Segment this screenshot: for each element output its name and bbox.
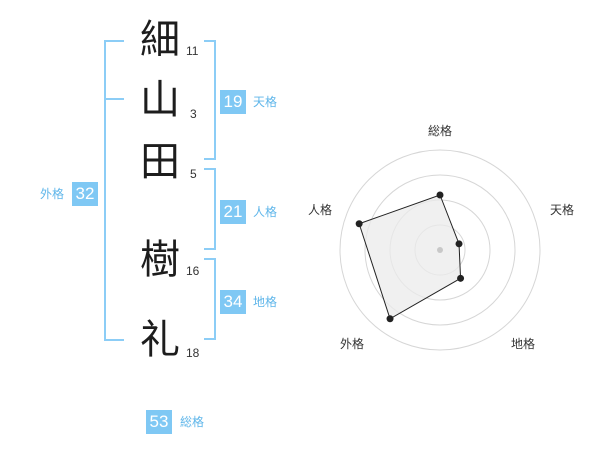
- jinkaku-bracket: [204, 168, 216, 250]
- radar-ring: [364, 174, 516, 326]
- radar-point-3: [386, 315, 394, 323]
- name-char-4: 樹: [140, 237, 180, 283]
- radar-point-2: [457, 274, 465, 282]
- radar-axis-label-jinkaku: 人格: [308, 203, 333, 217]
- stroke-count-4: 16: [186, 264, 200, 278]
- radar-axis-label-tenkaku: 天格: [550, 203, 575, 217]
- radar-polygon: [358, 194, 462, 320]
- gaikaku-value: 32: [72, 182, 98, 206]
- radar-point-1: [455, 240, 463, 248]
- radar-axis-label-chikaku: 地格: [511, 337, 536, 351]
- name-char-5: 礼: [140, 317, 180, 363]
- jinkaku-label: 人格: [253, 205, 278, 219]
- radar-center-dot: [437, 247, 443, 253]
- soukaku-value: 53: [146, 410, 172, 434]
- chikaku-bracket: [204, 258, 216, 340]
- jinkaku-value: 21: [220, 200, 246, 224]
- soukaku-label: 総格: [180, 415, 205, 429]
- radar-axis-label-soukaku: 総格: [428, 124, 453, 138]
- radar-point-4: [355, 220, 363, 228]
- stroke-count-5: 18: [186, 346, 200, 360]
- stroke-count-1: 11: [186, 44, 199, 58]
- chikaku-label: 地格: [253, 295, 278, 309]
- stroke-count-2: 3: [190, 107, 197, 121]
- name-char-1: 細: [140, 17, 180, 63]
- tenkaku-bracket: [204, 40, 216, 160]
- name-char-2: 山: [140, 77, 180, 123]
- gaikaku-label: 外格: [40, 187, 65, 201]
- gaikaku-bracket: [104, 40, 124, 341]
- gaikaku-bracket-mid: [104, 98, 124, 100]
- radar-ring: [339, 149, 541, 351]
- stroke-count-3: 5: [190, 167, 197, 181]
- tenkaku-value: 19: [220, 90, 246, 114]
- name-char-3: 田: [140, 139, 180, 185]
- chikaku-value: 34: [220, 290, 246, 314]
- tenkaku-label: 天格: [253, 95, 278, 109]
- radar-point-0: [436, 191, 444, 199]
- radar-axis-label-gaikaku: 外格: [340, 337, 365, 351]
